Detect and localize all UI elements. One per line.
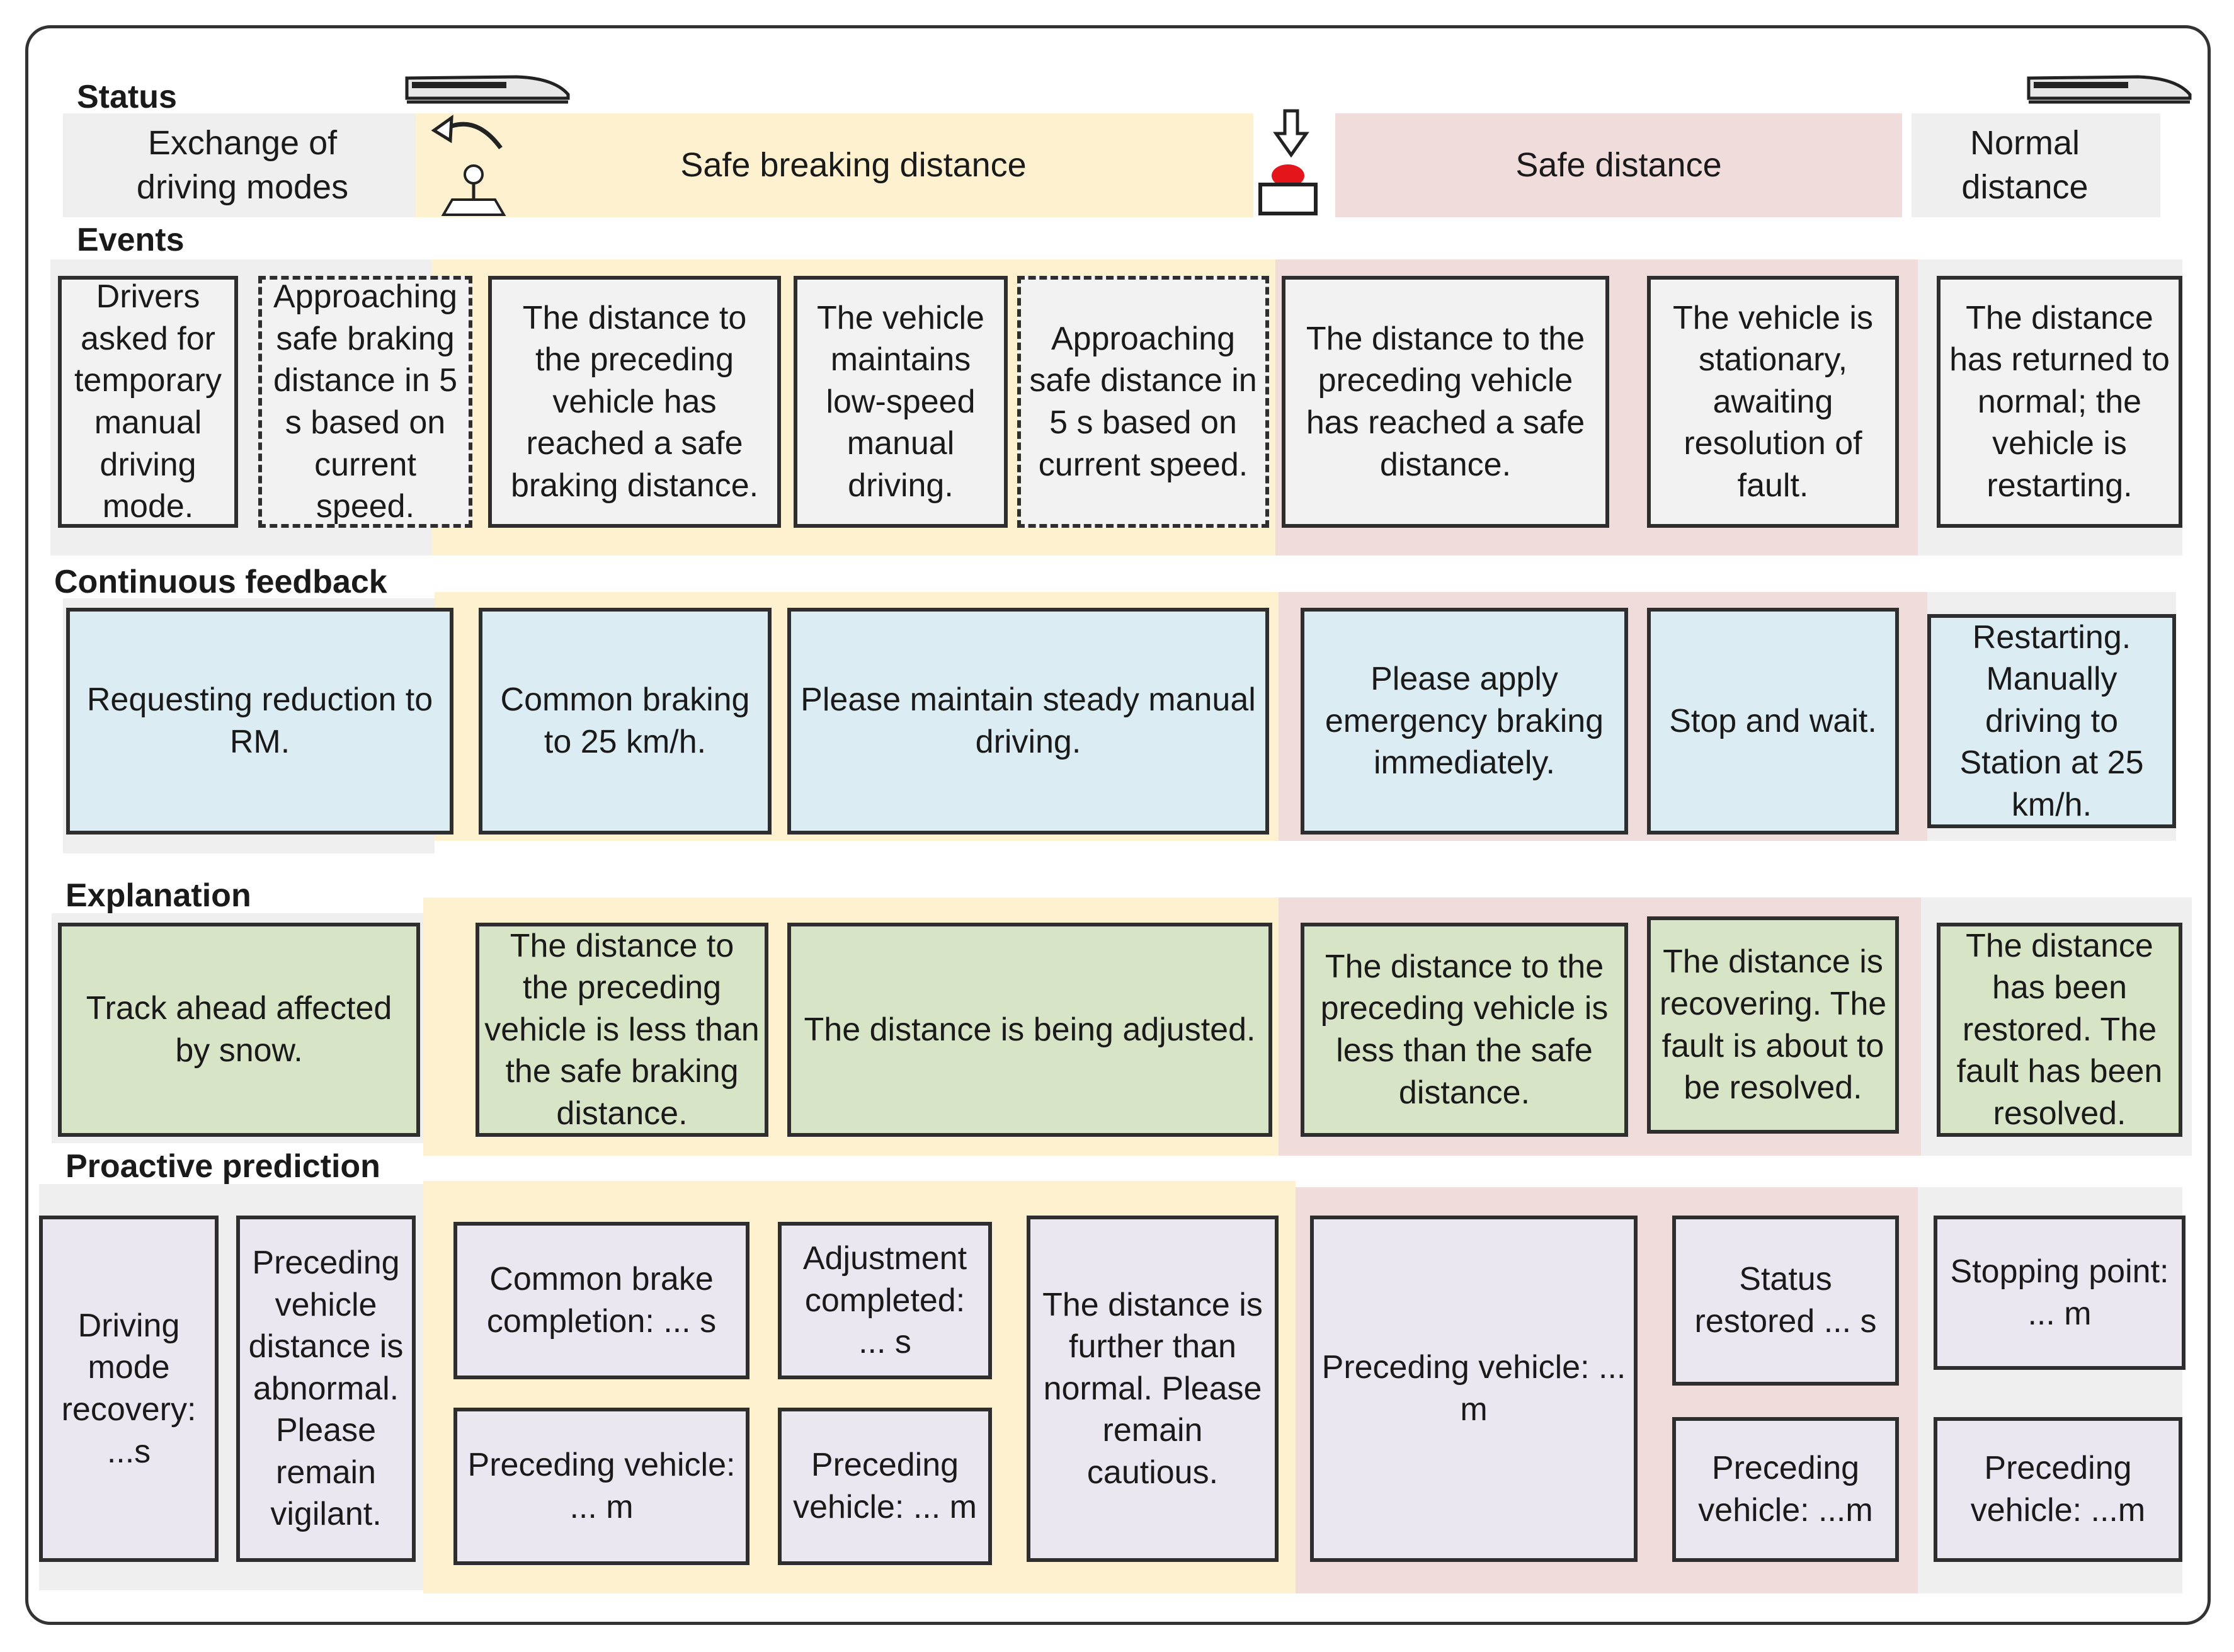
feedback-box: Restarting. Manually driving to Station … (1927, 614, 2176, 828)
prediction-box: Preceding vehicle: ... m (453, 1408, 749, 1565)
return-arrow-icon (431, 114, 503, 150)
diagram-frame (25, 25, 2211, 1625)
prediction-box: Preceding vehicle: ... m (1310, 1216, 1638, 1562)
event-box: The distance to the preceding vehicle ha… (488, 276, 781, 528)
event-box: The vehicle is stationary, awaiting reso… (1647, 276, 1899, 528)
feedback-box: Please maintain steady manual driving. (787, 608, 1269, 835)
explanation-box: The distance to the preceding vehicle is… (476, 923, 768, 1137)
explanation-box: The distance to the preceding vehicle is… (1301, 923, 1628, 1137)
status-exchange-label: Exchange of driving modes (136, 124, 349, 206)
down-arrow-icon (1273, 109, 1309, 158)
events-header: Events (77, 222, 185, 258)
explanation-box: Track ahead affected by snow. (58, 923, 420, 1137)
feedback-box: Common braking to 25 km/h. (479, 608, 772, 835)
status-safe-distance-label: Safe distance (1515, 145, 1722, 184)
feedback-box: Requesting reduction to RM. (66, 608, 453, 835)
prediction-box: Preceding vehicle: ...m (1934, 1417, 2182, 1562)
prediction-box: Preceding vehicle: ...m (1672, 1417, 1899, 1562)
explanation-box: The distance is recovering. The fault is… (1647, 916, 1899, 1134)
emergency-button-icon (1258, 164, 1318, 215)
status-zone-normal (1912, 113, 2160, 217)
prediction-box: Preceding vehicle: ... m (778, 1408, 992, 1565)
prediction-box: Preceding vehicle distance is abnormal. … (236, 1216, 416, 1562)
prediction-box: Adjustment completed: ... s (778, 1222, 992, 1379)
prediction-box: Status restored ... s (1672, 1216, 1899, 1386)
status-header: Status (77, 79, 177, 115)
event-box: Approaching safe braking distance in 5 s… (258, 276, 472, 528)
event-box: The vehicle maintains low-speed manual d… (794, 276, 1008, 528)
status-safe-braking-label: Safe breaking distance (680, 145, 1027, 184)
driver-joystick-icon (441, 164, 506, 216)
proactive-prediction-header: Proactive prediction (66, 1148, 380, 1185)
prediction-box: The distance is further than normal. Ple… (1027, 1216, 1279, 1562)
feedback-box: Please apply emergency braking immediate… (1301, 608, 1628, 835)
explanation-header: Explanation (66, 877, 251, 914)
prediction-box: Stopping point: ... m (1934, 1216, 2186, 1370)
feedback-box: Stop and wait. (1647, 608, 1899, 835)
prediction-box: Common brake completion: ... s (453, 1222, 749, 1379)
train-icon (405, 75, 570, 104)
event-box: Approaching safe distance in 5 s based o… (1017, 276, 1269, 528)
explanation-box: The distance is being adjusted. (787, 923, 1272, 1137)
event-box: The distance to the preceding vehicle ha… (1282, 276, 1609, 528)
status-normal-label: Normal distance (1961, 124, 2089, 206)
event-box: The distance has returned to normal; the… (1937, 276, 2182, 528)
status-zone-exchange (63, 113, 416, 217)
continuous-feedback-header: Continuous feedback (54, 564, 387, 600)
status-zone-safe-braking (416, 113, 1253, 217)
explanation-box: The distance has been restored. The faul… (1937, 923, 2182, 1137)
train-icon (2027, 75, 2192, 104)
status-zone-safe-distance (1335, 113, 1902, 217)
event-box: Drivers asked for temporary manual drivi… (58, 276, 238, 528)
prediction-box: Driving mode recovery: ...s (39, 1216, 219, 1562)
